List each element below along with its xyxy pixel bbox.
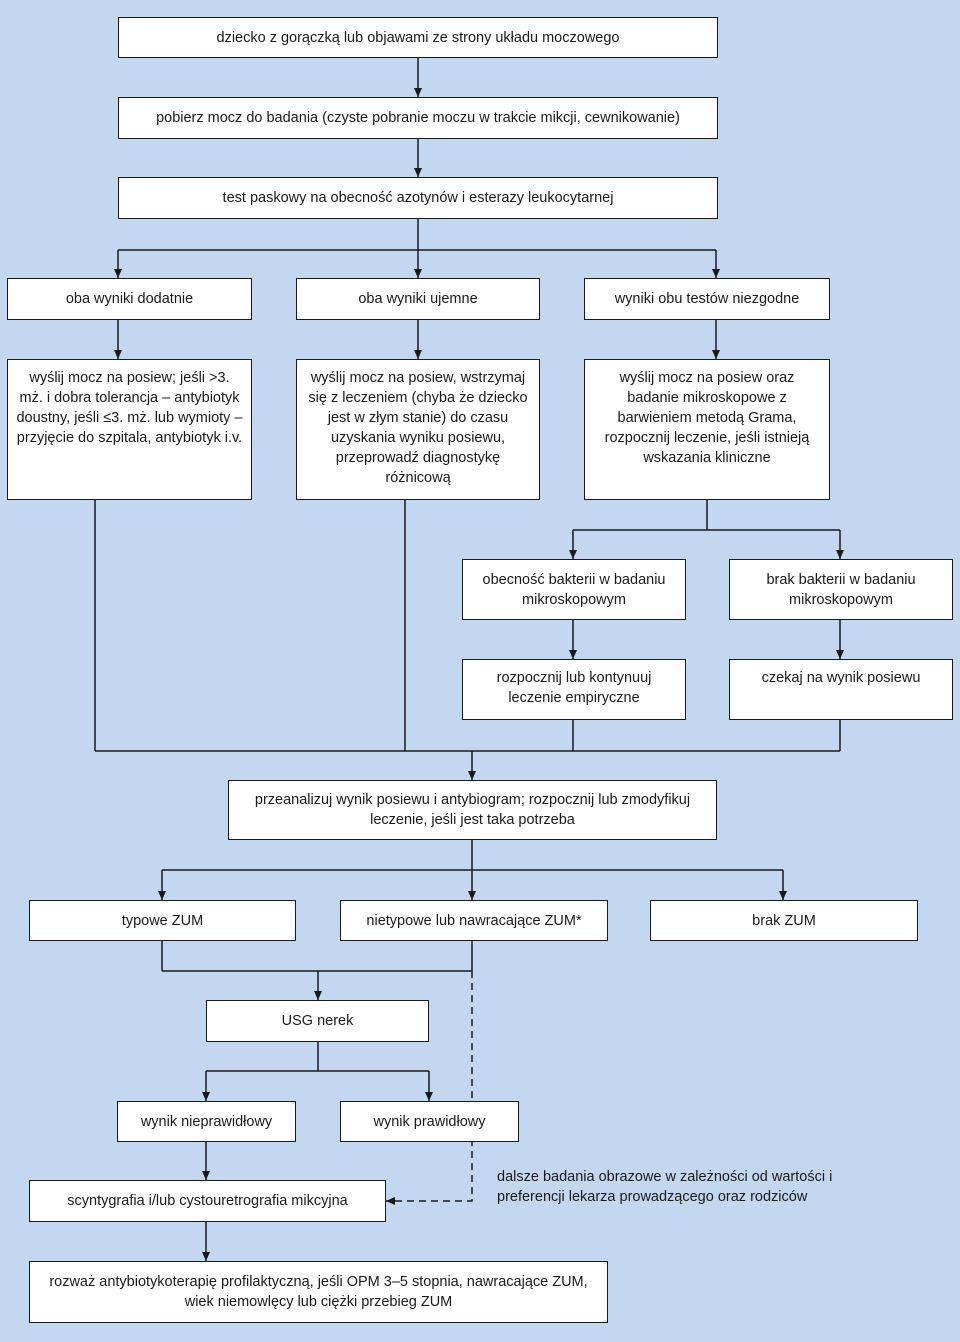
both-positive-box: oba wyniki dodatnie xyxy=(7,278,252,320)
scintigraphy-box: scyntygrafia i/lub cystouretrografia mik… xyxy=(29,1180,386,1222)
wait-culture-box: czekaj na wynik posiewu xyxy=(729,659,953,720)
bacteria-present-box: obecność bakterii w badaniu mikroskopowy… xyxy=(462,559,686,620)
discordant-action-box: wyślij mocz na posiew oraz badanie mikro… xyxy=(584,359,830,500)
dipstick-test-box: test paskowy na obecność azotynów i este… xyxy=(118,177,718,219)
normal-result-box: wynik prawidłowy xyxy=(340,1101,519,1142)
both-negative-box: oba wyniki ujemne xyxy=(296,278,540,320)
analyze-culture-box: przeanalizuj wynik posiewu i antybiogram… xyxy=(228,780,717,840)
collect-urine-box: pobierz mocz do badania (czyste pobranie… xyxy=(118,97,718,139)
no-uti-box: brak ZUM xyxy=(650,900,918,941)
dashed-optional-path xyxy=(386,971,473,1205)
typical-uti-box: typowe ZUM xyxy=(29,900,296,941)
abnormal-result-box: wynik nieprawidłowy xyxy=(117,1101,296,1142)
imaging-note: dalsze badania obrazowe w zależności od … xyxy=(497,1169,833,1205)
positive-action-box: wyślij mocz na posiew; jeśli >3. mż. i d… xyxy=(7,359,252,500)
start-box: dziecko z gorączką lub objawami ze stron… xyxy=(118,17,718,58)
usg-box: USG nerek xyxy=(206,1000,429,1042)
discordant-box: wyniki obu testów niezgodne xyxy=(584,278,830,320)
bacteria-absent-box: brak bakterii w badaniu mikroskopowym xyxy=(729,559,953,620)
negative-action-box: wyślij mocz na posiew, wstrzymaj się z l… xyxy=(296,359,540,500)
prophylaxis-box: rozważ antybiotykoterapię profilaktyczną… xyxy=(29,1261,608,1323)
empiric-treatment-box: rozpocznij lub kontynuuj leczenie empiry… xyxy=(462,659,686,720)
atypical-uti-box: nietypowe lub nawracające ZUM* xyxy=(340,900,608,941)
